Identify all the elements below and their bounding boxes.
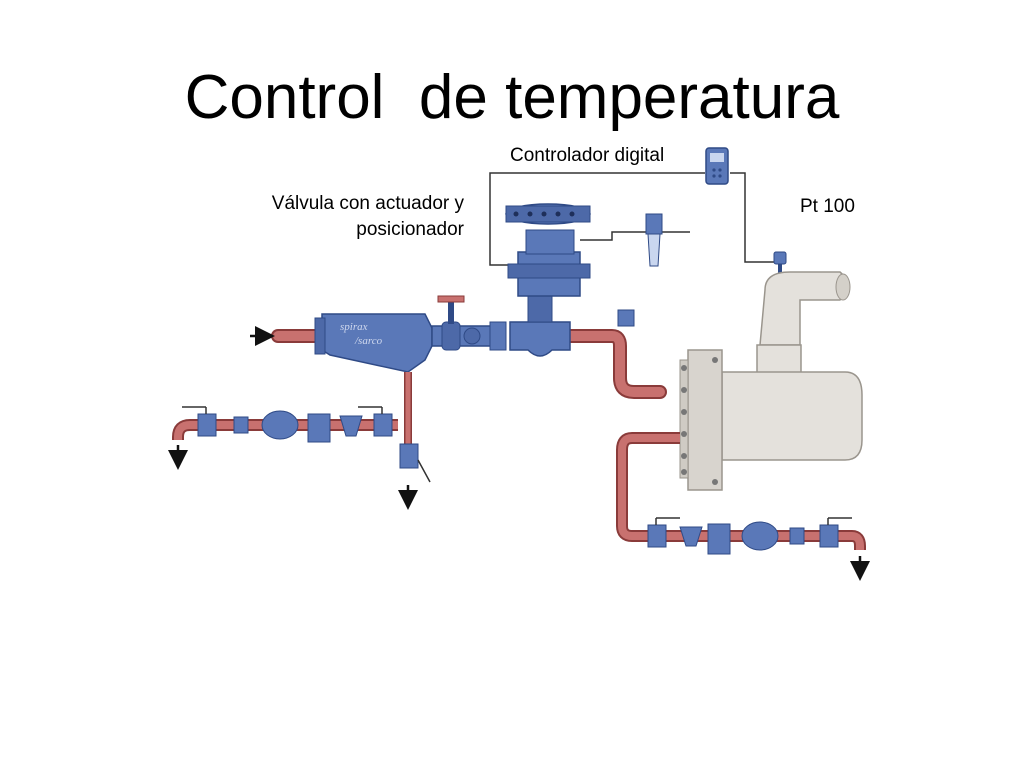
isolation-valve [431,295,507,351]
pt100-sensor [773,251,787,278]
right-trap-line [616,432,866,550]
separator-body: spirax /sarco [314,313,433,373]
controller-label: Controlador digital [510,145,665,166]
steam-line [271,329,667,399]
valve-label: Válvula con actuador y posicionador [200,191,464,243]
air-filter-regulator [645,213,663,267]
sensor-label: Pt 100 [800,196,855,217]
separator-drain-trap [399,443,431,483]
air-vent [617,309,635,327]
heat-exchanger-vessel [679,271,863,491]
right-trap-set [647,521,839,555]
control-valve [505,203,591,357]
left-trap-line [172,419,398,440]
page-title: Control de temperatura [184,63,840,132]
right-trap-handles [655,517,852,525]
digital-controller [705,147,729,185]
left-trap-handles [182,406,383,414]
strainer-brand-line1: spirax [340,321,368,333]
strainer-brand-line2: /sarco [354,335,383,347]
valve-label-line1: Válvula con actuador y [271,193,464,214]
valve-label-line2: posicionador [356,219,464,240]
left-trap-set [197,410,393,443]
